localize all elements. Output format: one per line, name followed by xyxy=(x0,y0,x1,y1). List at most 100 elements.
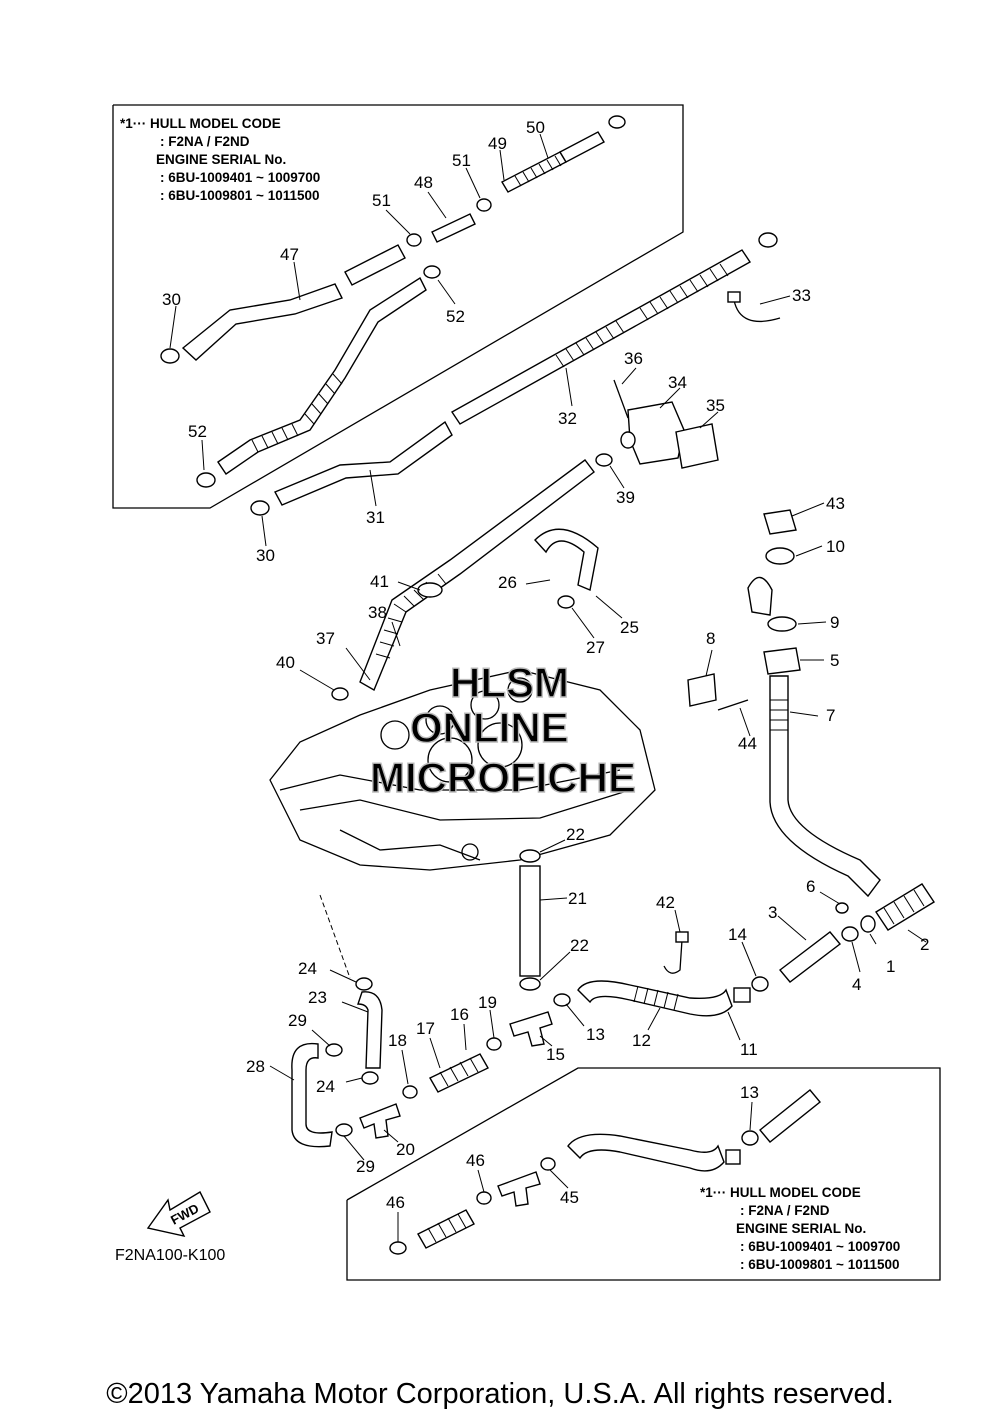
clamp-52b xyxy=(196,472,216,488)
strap-33-head xyxy=(727,291,741,303)
top-note-line3: ENGINE SERIAL No. xyxy=(156,152,286,167)
callout-20: 20 xyxy=(396,1140,415,1159)
corrugation-2 xyxy=(883,889,925,925)
callout-29: 29 xyxy=(288,1011,307,1030)
callout-2: 2 xyxy=(920,935,929,954)
callout-50: 50 xyxy=(526,118,545,137)
callout-29: 29 xyxy=(356,1157,375,1176)
watermark-line1: HLSM xyxy=(450,659,569,706)
hose-31 xyxy=(274,420,453,506)
callout-19: 19 xyxy=(478,993,497,1012)
tee-20 xyxy=(359,1103,401,1139)
callout-42: 42 xyxy=(656,893,675,912)
inset-hose-12 xyxy=(567,1133,725,1172)
clamp-27 xyxy=(557,595,575,609)
clamp-22a xyxy=(519,849,541,863)
clamp-51b xyxy=(406,233,422,247)
callout-51: 51 xyxy=(452,151,471,170)
clamp-52a xyxy=(423,265,441,279)
callout-15: 15 xyxy=(546,1045,565,1064)
fitting-48 xyxy=(431,213,476,243)
callout-35: 35 xyxy=(706,396,725,415)
callout-41: 41 xyxy=(370,572,389,591)
callout-31: 31 xyxy=(366,508,385,527)
fwd-arrow-icon: FWD xyxy=(146,1191,211,1238)
hose-23 xyxy=(357,991,383,1069)
copyright-notice: ©2013 Yamaha Motor Corporation, U.S.A. A… xyxy=(106,1378,894,1410)
callout-47: 47 xyxy=(280,245,299,264)
inset-fitting-3 xyxy=(759,1089,821,1143)
strap-33 xyxy=(733,299,781,322)
clamp-39 xyxy=(595,453,613,467)
screw-44 xyxy=(717,699,749,711)
callout-12: 12 xyxy=(632,1031,651,1050)
inset-hose-16 xyxy=(417,1209,475,1249)
clamp-50 xyxy=(608,115,626,129)
bottom-note-line5: : 6BU-1009801 ~ 1011500 xyxy=(740,1257,900,1272)
hose-12 xyxy=(577,980,733,1017)
callout-52: 52 xyxy=(188,422,207,441)
callout-21: 21 xyxy=(568,889,587,908)
clamp-1 xyxy=(860,915,876,933)
callout-13: 13 xyxy=(740,1083,759,1102)
inset-clamp-46b xyxy=(389,1241,407,1255)
corrugation-7 xyxy=(770,699,788,731)
callout-8: 8 xyxy=(706,629,715,648)
callout-30: 30 xyxy=(256,546,275,565)
leader-dashed xyxy=(319,894,351,979)
corrugation-16 xyxy=(439,1057,479,1087)
callout-4: 4 xyxy=(852,975,861,994)
callout-36: 36 xyxy=(624,349,643,368)
callout-49: 49 xyxy=(488,134,507,153)
callout-5: 5 xyxy=(830,651,839,670)
clamp-30a xyxy=(160,348,180,364)
callout-9: 9 xyxy=(830,613,839,632)
hose-2 xyxy=(875,883,935,931)
clamp-22b xyxy=(519,977,541,991)
oring-9 xyxy=(767,616,797,632)
top-note-line1: *1··· HULL MODEL CODE xyxy=(120,116,281,131)
callout-38: 38 xyxy=(368,603,387,622)
gasket-35 xyxy=(675,423,719,469)
callout-30: 30 xyxy=(162,290,181,309)
callout-48: 48 xyxy=(414,173,433,192)
clamp-6 xyxy=(835,902,849,914)
hose-47 xyxy=(181,283,343,361)
corrugation-12 xyxy=(633,985,679,1011)
sleeve-14 xyxy=(733,987,751,1003)
bottom-note-line1: *1··· HULL MODEL CODE xyxy=(700,1185,861,1200)
callout-26: 26 xyxy=(498,573,517,592)
part-reference-code: F2NA100-K100 xyxy=(115,1247,226,1264)
hose-16 xyxy=(429,1053,489,1093)
bottom-note-line4: : 6BU-1009401 ~ 1009700 xyxy=(740,1239,900,1254)
callout-23: 23 xyxy=(308,988,327,1007)
inset-clamp-46a xyxy=(476,1191,492,1205)
bracket-34-spigot xyxy=(620,431,636,449)
callout-24: 24 xyxy=(316,1077,335,1096)
callout-17: 17 xyxy=(416,1019,435,1038)
hook-42-head xyxy=(675,931,689,943)
callout-46: 46 xyxy=(386,1193,405,1212)
callout-32: 32 xyxy=(558,409,577,428)
corrugation-52 xyxy=(251,373,343,453)
cap-9 xyxy=(747,576,773,616)
hose-25 xyxy=(534,528,599,591)
hose-32 xyxy=(450,249,752,425)
top-note-line5: : 6BU-1009801 ~ 1011500 xyxy=(160,188,320,203)
callout-39: 39 xyxy=(616,488,635,507)
bracket-8 xyxy=(687,673,717,707)
callout-45: 45 xyxy=(560,1188,579,1207)
top-note-line2: : F2NA / F2ND xyxy=(160,134,250,149)
callout-7: 7 xyxy=(826,706,835,725)
callout-44: 44 xyxy=(738,734,757,753)
callout-25: 25 xyxy=(620,618,639,637)
clamp-41 xyxy=(417,582,443,598)
callout-46: 46 xyxy=(466,1151,485,1170)
callout-3: 3 xyxy=(768,903,777,922)
watermark-line3: MICROFICHE xyxy=(370,754,636,801)
clamp-24a xyxy=(355,977,373,991)
clamp-30b xyxy=(250,500,270,516)
corrugation-50 xyxy=(514,155,562,187)
hook-42 xyxy=(663,939,683,974)
callout-27: 27 xyxy=(586,638,605,657)
